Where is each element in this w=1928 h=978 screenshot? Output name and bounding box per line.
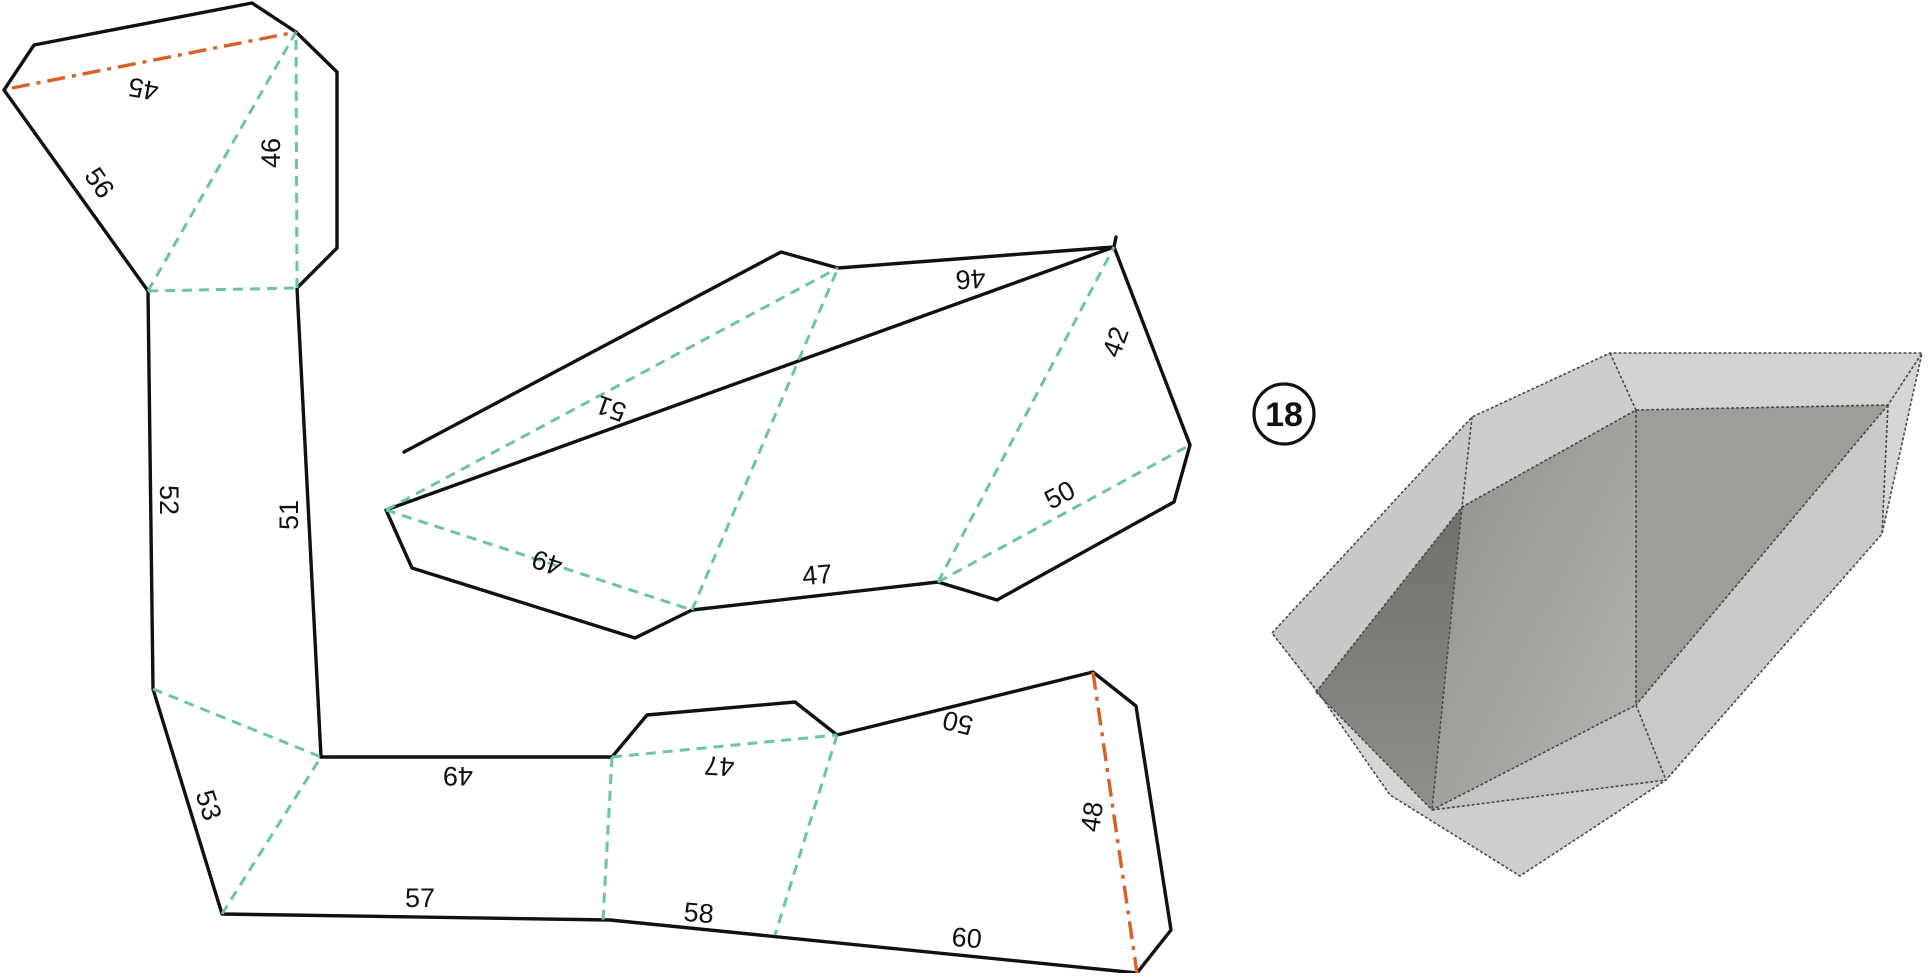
model-lip-topright xyxy=(1610,353,1922,410)
net-b-label-47: 47 xyxy=(801,559,834,592)
model-edges xyxy=(1271,352,1923,877)
net-b: 46 42 51 49 47 50 xyxy=(384,235,1192,640)
model-lip-top xyxy=(1462,353,1636,507)
net-c-label-49: 49 xyxy=(443,761,473,791)
net-c-label-47: 47 xyxy=(703,750,735,782)
net-c: 49 47 50 48 57 58 60 xyxy=(405,705,1109,955)
net-a: 45 46 56 52 51 53 xyxy=(2,1,1173,975)
model-cavity-mid xyxy=(1432,410,1636,810)
net-a-outline xyxy=(2,1,1173,975)
net-b-fold-lines xyxy=(385,246,1191,612)
net-a-label-53: 53 xyxy=(190,786,228,824)
model-right-facet xyxy=(1636,405,1888,780)
step-badge-circle xyxy=(1252,382,1316,446)
net-b-label-49: 49 xyxy=(528,544,566,582)
net-c-label-48: 48 xyxy=(1075,800,1109,834)
net-a-glue-line-right xyxy=(1091,671,1139,974)
net-a-label-46: 46 xyxy=(256,138,286,168)
net-a-label-45: 45 xyxy=(126,71,161,106)
net-b-outline xyxy=(384,235,1192,640)
net-c-label-60: 60 xyxy=(951,922,984,955)
step-number: 18 xyxy=(1265,396,1303,434)
model-bottom-facet-2 xyxy=(1390,780,1666,876)
net-a-glue-line-top xyxy=(11,30,297,90)
net-a-label-52: 52 xyxy=(154,485,184,515)
net-c-label-50: 50 xyxy=(940,705,976,741)
net-c-label-58: 58 xyxy=(683,897,716,930)
polyhedron-model xyxy=(1271,352,1923,877)
net-a-label-56: 56 xyxy=(78,162,120,204)
model-lip-left xyxy=(1272,417,1472,692)
net-c-label-57: 57 xyxy=(405,883,435,913)
model-cavity-left xyxy=(1316,507,1462,810)
net-a-fold-lines xyxy=(146,31,839,936)
net-a-label-51: 51 xyxy=(274,500,304,530)
model-bottom-facet xyxy=(1432,705,1666,810)
net-b-label-51: 51 xyxy=(592,389,630,427)
net-b-label-46: 46 xyxy=(955,263,987,295)
net-b-label-42: 42 xyxy=(1096,323,1134,361)
step-badge: 18 xyxy=(1252,382,1316,446)
